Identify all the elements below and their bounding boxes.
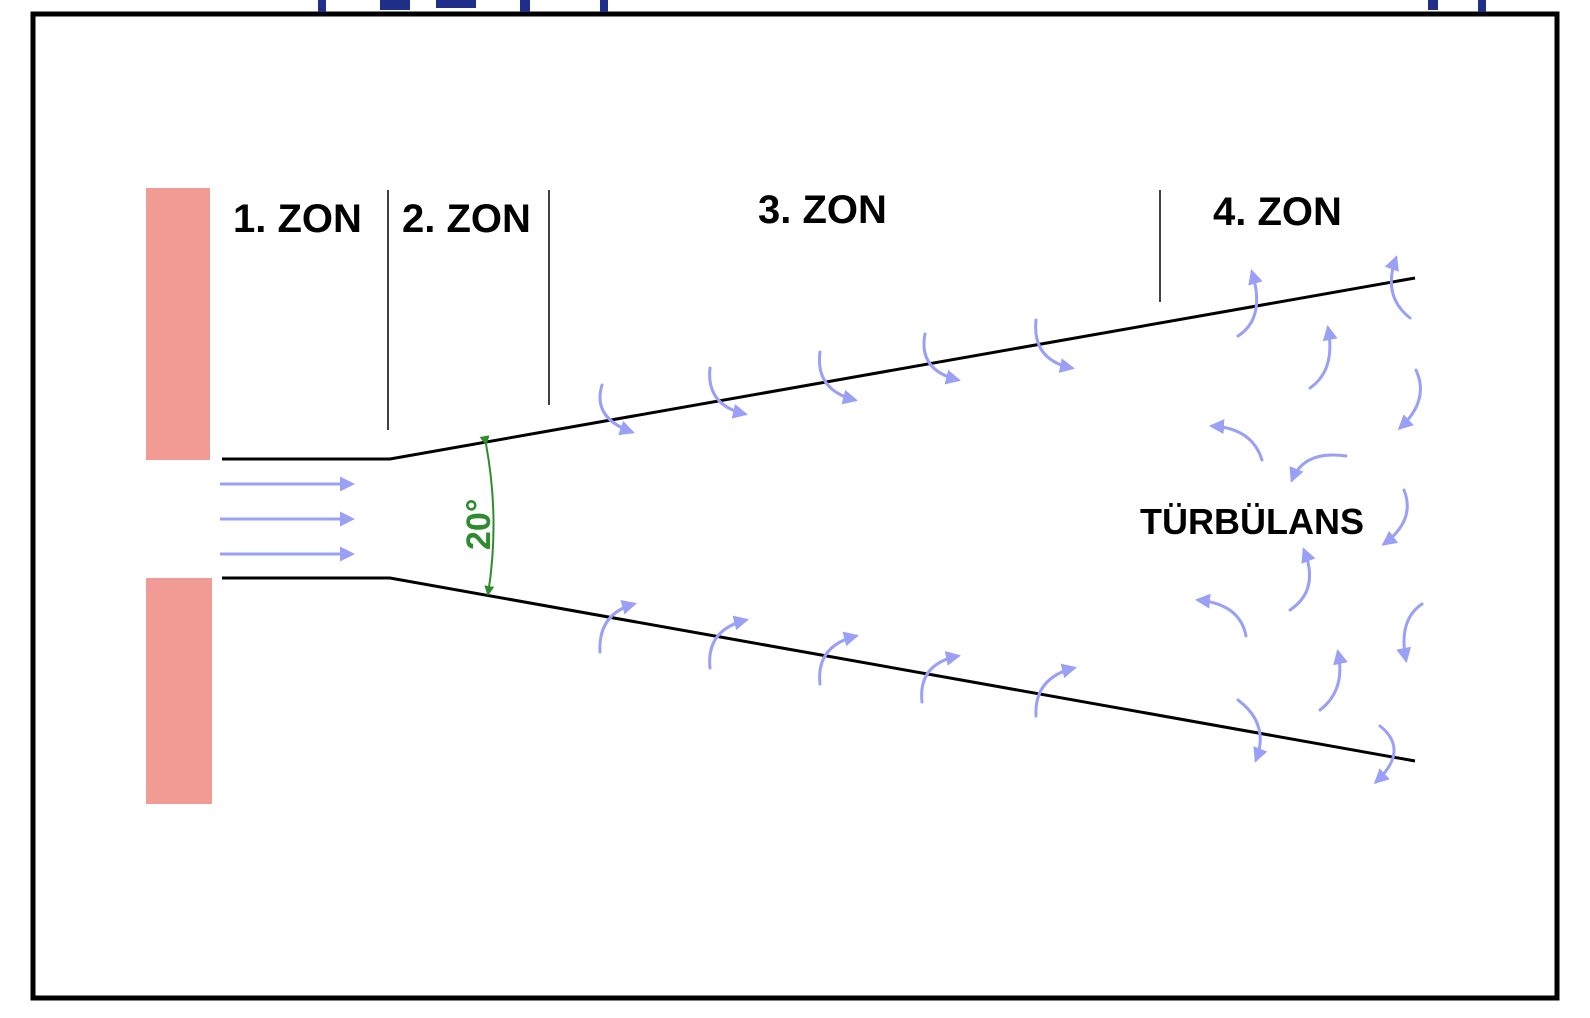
eddies	[598, 255, 1424, 785]
eddy-arrow	[708, 615, 749, 670]
wall-lower	[146, 578, 212, 804]
eddy-arrow	[1288, 547, 1316, 612]
eddy-arrow	[817, 350, 858, 405]
eddy-arrow	[1396, 602, 1424, 663]
angle-arc	[479, 435, 495, 596]
inflow-arrows	[220, 476, 355, 562]
eddy-arrow	[1384, 255, 1412, 320]
wall-upper	[146, 188, 210, 460]
eddy-arrow	[1209, 419, 1264, 462]
diagram-frame	[30, 11, 1560, 1001]
eddy-arrow	[1318, 649, 1348, 712]
zone-dividers	[387, 190, 1161, 430]
zone-label-2: 2. ZON	[402, 197, 531, 241]
zone-label-4: 4. ZON	[1213, 190, 1342, 234]
zone-label-1: 1. ZON	[233, 197, 362, 241]
eddy-arrow	[1373, 724, 1396, 785]
eddy-arrow	[1034, 318, 1075, 373]
jet-boundary	[222, 276, 1416, 763]
eddy-arrow	[708, 366, 748, 419]
eddy-arrow	[1195, 593, 1248, 638]
eddy-arrow	[922, 332, 961, 385]
spread-angle: 20°	[460, 435, 498, 596]
eddy-arrow	[1289, 453, 1348, 483]
jet-boundary-upper	[222, 276, 1416, 461]
eddy-arrow	[818, 631, 859, 686]
eddy-arrow	[598, 599, 637, 654]
eddy-arrow	[1236, 698, 1268, 763]
angle-label: 20°	[460, 499, 498, 550]
jet-boundary-lower	[222, 576, 1416, 763]
eddy-arrow	[1381, 488, 1409, 546]
eddy-arrow	[1308, 325, 1338, 390]
eddy-arrow	[1397, 368, 1422, 431]
turbulence-label: TÜRBÜLANS	[1140, 501, 1364, 542]
eddy-arrow	[1236, 269, 1263, 338]
zone-label-3: 3. ZON	[758, 188, 887, 232]
eddy-arrow	[1034, 663, 1077, 718]
eddy-arrow	[920, 651, 961, 704]
eddy-arrow	[598, 383, 635, 436]
cropped-heading-fragment	[318, 0, 1486, 12]
